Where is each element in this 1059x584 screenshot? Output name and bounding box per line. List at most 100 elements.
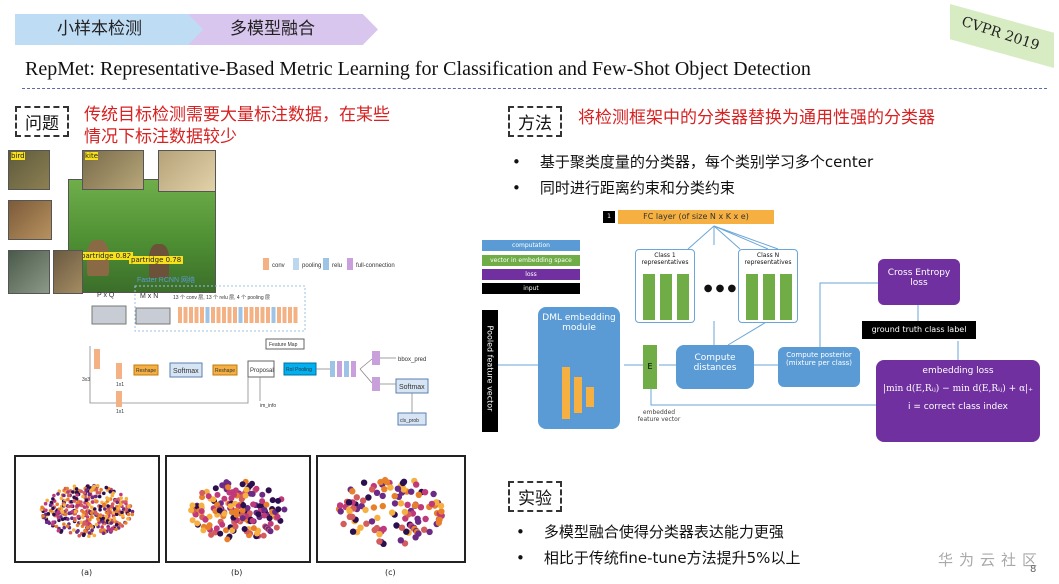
- conv-layer: [255, 307, 259, 323]
- scatter-point: [55, 502, 59, 507]
- detection-label: kite: [85, 152, 99, 160]
- scatter-point: [115, 509, 119, 514]
- scatter-point: [250, 525, 257, 532]
- scatter-point: [49, 508, 53, 513]
- pooled-feature-input: Pooled feature vector: [482, 310, 498, 432]
- conv-layer: [216, 307, 221, 323]
- scatter-point: [108, 489, 113, 494]
- scatter-point: [242, 492, 249, 499]
- scatter-point: [98, 513, 103, 517]
- scatter-point: [254, 530, 260, 537]
- roi-pooling-box: RoI Pooling: [286, 367, 312, 373]
- scatter-point: [210, 496, 217, 503]
- legend-loss: loss: [482, 269, 580, 280]
- scatter-point: [261, 506, 268, 513]
- conv-layer: [189, 307, 193, 323]
- scatter-point: [48, 503, 53, 507]
- embedding-loss-title: embedding loss: [922, 366, 994, 376]
- scatter-point: [243, 486, 250, 493]
- scatter-point: [119, 496, 123, 500]
- kernel-3x3: 3x3: [82, 377, 90, 383]
- scatter-point: [49, 500, 54, 505]
- conv-layer: [238, 307, 243, 323]
- classN-title: Class N representatives: [744, 252, 792, 266]
- scatter-point: [79, 520, 83, 525]
- scatter-point: [244, 505, 251, 511]
- dml-embedding-module: DML embedding module: [538, 307, 620, 429]
- detection-thumb: [158, 150, 216, 192]
- scatter-point: [269, 497, 276, 504]
- legend-input: input: [482, 283, 580, 294]
- scatter-dots-a: [39, 483, 135, 538]
- scatter-point: [57, 518, 61, 523]
- scatter-point: [94, 522, 99, 527]
- method-label: 方法: [508, 106, 562, 137]
- scatter-point: [199, 494, 206, 501]
- scatter-point: [412, 502, 419, 509]
- method-bullet-text: 基于聚类度量的分类器，每个类别学习多个center: [539, 153, 874, 171]
- scatter-point: [82, 522, 86, 526]
- method-bullet: • 同时进行距离约束和分类约束: [512, 179, 735, 197]
- venue-label: CVPR 2019: [959, 13, 1042, 55]
- scatter-point: [107, 497, 111, 501]
- scatter-point: [70, 510, 74, 514]
- faster-rcnn-diagram: conv pooling relu full-connection Faster…: [82, 258, 429, 426]
- embedding-vector-e: E: [643, 345, 657, 389]
- scatter-point: [391, 492, 398, 500]
- scatter-point: [198, 502, 205, 509]
- scatter-point: [87, 531, 92, 535]
- cls-prob-label: cls_prob: [400, 418, 419, 424]
- scatter-point: [217, 530, 224, 537]
- dml-label: DML embedding module: [542, 313, 616, 333]
- scatter-point: [114, 527, 118, 532]
- scatter-point: [415, 491, 422, 498]
- legend-conv-swatch: [263, 258, 269, 270]
- scatter-point: [126, 504, 131, 509]
- bbox-pred-label: bbox_pred: [398, 357, 426, 363]
- scatter-point: [428, 500, 436, 508]
- topic-tag-fusion: 多模型融合: [188, 14, 378, 45]
- scatter-point: [214, 491, 221, 498]
- scatter-point: [102, 491, 106, 496]
- detection-thumb: [8, 200, 52, 240]
- scatter-point: [116, 526, 121, 530]
- scatter-point: [199, 489, 206, 496]
- scatter-point: [73, 509, 77, 514]
- correct-index-note: i = correct class index: [908, 402, 1008, 412]
- dml-layer-bar: [562, 367, 570, 419]
- scatter-point: [202, 516, 209, 523]
- scatter-point: [226, 489, 233, 496]
- scatter-point: [82, 510, 86, 515]
- scatter-point: [60, 517, 65, 522]
- scatter-point: [100, 525, 104, 529]
- scatter-point: [60, 510, 64, 514]
- scatter-point: [241, 526, 248, 532]
- scatter-point: [121, 500, 125, 504]
- rep-bar: [677, 274, 689, 320]
- scatter-point: [228, 509, 235, 516]
- scatter-point: [76, 529, 80, 533]
- scatter-point: [373, 524, 381, 532]
- scatter-point: [233, 511, 240, 518]
- scatter-point: [56, 492, 60, 496]
- scatter-point: [368, 486, 376, 493]
- compute-posterior-box: Compute posterior (mixture per class): [778, 347, 860, 387]
- scatter-point: [54, 524, 59, 529]
- scatter-point: [89, 488, 94, 492]
- scatter-point: [438, 508, 445, 515]
- scatter-point: [92, 533, 97, 538]
- scatter-point: [99, 487, 103, 492]
- rep-bar: [780, 274, 792, 320]
- scatter-point: [67, 493, 71, 498]
- scatter-point: [380, 525, 387, 533]
- scatter-point: [359, 497, 367, 504]
- im-info-label: im_info: [260, 403, 276, 409]
- scatter-point: [51, 506, 55, 511]
- conv-layer: [222, 307, 226, 323]
- detection-thumb: bird: [8, 150, 50, 190]
- scatter-point: [67, 511, 72, 515]
- scatter-point: [221, 495, 228, 502]
- method-text: 将检测框架中的分类器替换为通用性强的分类器: [578, 108, 935, 128]
- scatter-plot-c: [316, 455, 466, 563]
- conv-layer: [244, 307, 248, 323]
